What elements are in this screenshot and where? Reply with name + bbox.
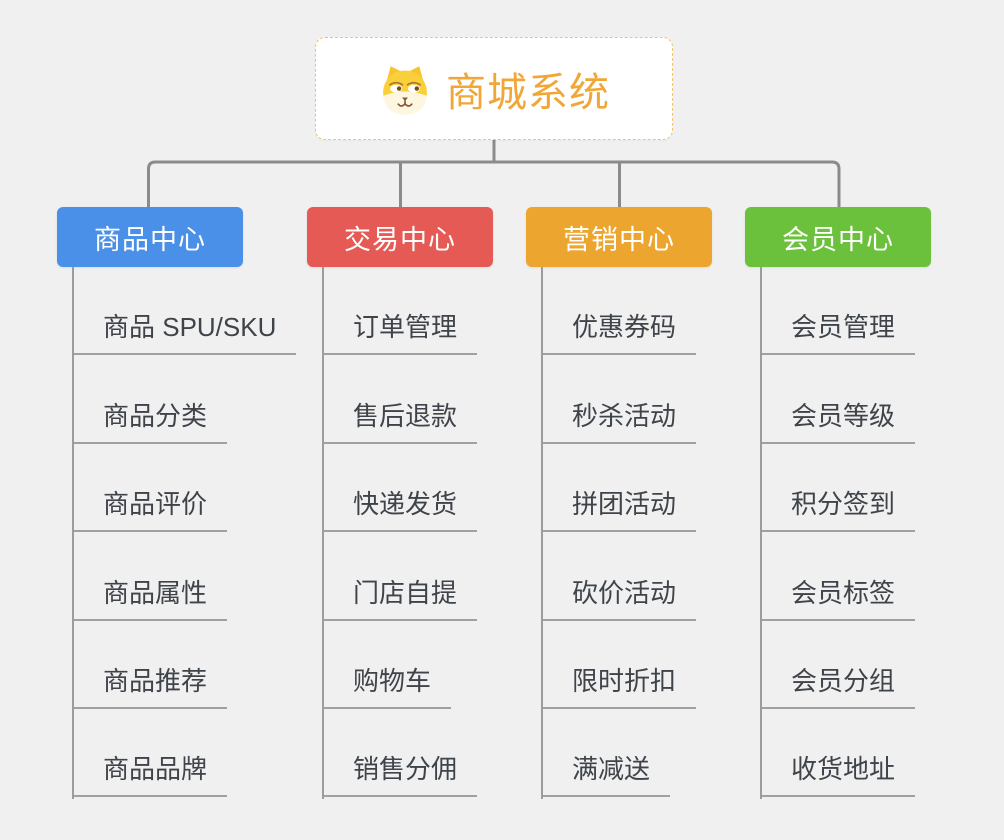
mindmap-node[interactable]: 积分签到 (761, 444, 916, 533)
mindmap-node[interactable]: 会员标签 (761, 532, 916, 621)
branch-rail-line (147, 160, 841, 212)
mindmap-node[interactable]: 购物车 (323, 621, 452, 709)
mindmap-node[interactable]: 秒杀活动 (542, 355, 697, 444)
node-label: 积分签到 (791, 489, 896, 520)
mindmap-node[interactable]: 商品分类 (73, 355, 228, 444)
node-label: 商品品牌 (103, 754, 208, 785)
root-title: 商城系统 (446, 70, 610, 115)
mindmap-node[interactable]: 快递发货 (323, 444, 478, 533)
mindmap-node[interactable]: 销售分佣 (323, 709, 478, 798)
node-label: 收货地址 (791, 754, 896, 785)
node-label: 拼团活动 (572, 489, 677, 520)
node-label: 优惠券码 (572, 312, 677, 343)
node-label: 会员标签 (791, 577, 896, 608)
node-label: 商品属性 (103, 577, 208, 608)
branch-header-trade-center[interactable]: 交易中心 (307, 207, 493, 267)
node-label: 商品评价 (103, 489, 208, 520)
branch-items: 会员管理 会员等级 积分签到 会员标签 会员分组 收货地址 (745, 267, 997, 800)
mindmap-node[interactable]: 门店自提 (323, 532, 478, 621)
mindmap-node[interactable]: 会员管理 (761, 267, 916, 356)
node-label: 砍价活动 (572, 577, 677, 608)
mindmap-node[interactable]: 商品 SPU/SKU (73, 267, 297, 356)
node-label: 门店自提 (353, 577, 458, 608)
node-label: 商品 SPU/SKU (103, 312, 277, 343)
node-label: 秒杀活动 (572, 400, 677, 431)
node-label: 会员等级 (791, 400, 896, 431)
branch-marketing-center: 营销中心 优惠券码 秒杀活动 拼团活动 砍价活动 限时折扣 满减送 (526, 207, 778, 800)
mindmap-node[interactable]: 收货地址 (761, 709, 916, 798)
mindmap-node[interactable]: 商品推荐 (73, 621, 228, 709)
node-label: 限时折扣 (572, 665, 677, 696)
mindmap-node[interactable]: 限时折扣 (542, 621, 697, 709)
node-label: 商品推荐 (103, 665, 208, 696)
branch-header-product-center[interactable]: 商品中心 (57, 207, 243, 267)
mindmap-node[interactable]: 优惠券码 (542, 267, 697, 356)
mindmap-node[interactable]: 商品品牌 (73, 709, 228, 798)
node-label: 会员管理 (791, 312, 896, 343)
mindmap-node[interactable]: 订单管理 (323, 267, 478, 356)
node-label: 商品分类 (103, 400, 208, 431)
node-label: 满减送 (572, 754, 651, 785)
branch-product-center: 商品中心 商品 SPU/SKU 商品分类 商品评价 商品属性 商品推荐 商品品牌 (57, 207, 309, 800)
branch-member-center: 会员中心 会员管理 会员等级 积分签到 会员标签 会员分组 收货地址 (745, 207, 997, 800)
mindmap-node[interactable]: 商品评价 (73, 444, 228, 533)
node-label: 销售分佣 (353, 754, 458, 785)
root-node[interactable]: 商城系统 (315, 37, 673, 140)
branch-header-label: 营销中心 (563, 224, 675, 255)
node-label: 会员分组 (791, 665, 896, 696)
branch-header-label: 会员中心 (782, 224, 894, 255)
branch-items: 优惠券码 秒杀活动 拼团活动 砍价活动 限时折扣 满减送 (526, 267, 778, 800)
node-label: 购物车 (353, 665, 432, 696)
mindmap-node[interactable]: 售后退款 (323, 355, 478, 444)
branch-items: 订单管理 售后退款 快递发货 门店自提 购物车 销售分佣 (307, 267, 559, 800)
node-label: 快递发货 (353, 489, 458, 520)
mindmap-node[interactable]: 拼团活动 (542, 444, 697, 533)
branch-header-marketing-center[interactable]: 营销中心 (526, 207, 712, 267)
node-label: 售后退款 (353, 400, 458, 431)
branch-header-label: 商品中心 (94, 224, 206, 255)
mindmap-node[interactable]: 会员等级 (761, 355, 916, 444)
mindmap-node[interactable]: 满减送 (542, 709, 671, 798)
branch-trade-center: 交易中心 订单管理 售后退款 快递发货 门店自提 购物车 销售分佣 (307, 207, 559, 800)
shiba-dog-icon (383, 65, 427, 114)
branch-items: 商品 SPU/SKU 商品分类 商品评价 商品属性 商品推荐 商品品牌 (57, 267, 309, 800)
mindmap-node[interactable]: 砍价活动 (542, 532, 697, 621)
node-label: 订单管理 (353, 312, 458, 343)
branch-header-member-center[interactable]: 会员中心 (745, 207, 931, 267)
mindmap-node[interactable]: 商品属性 (73, 532, 228, 621)
mindmap-node[interactable]: 会员分组 (761, 621, 916, 709)
branch-header-label: 交易中心 (344, 224, 456, 255)
